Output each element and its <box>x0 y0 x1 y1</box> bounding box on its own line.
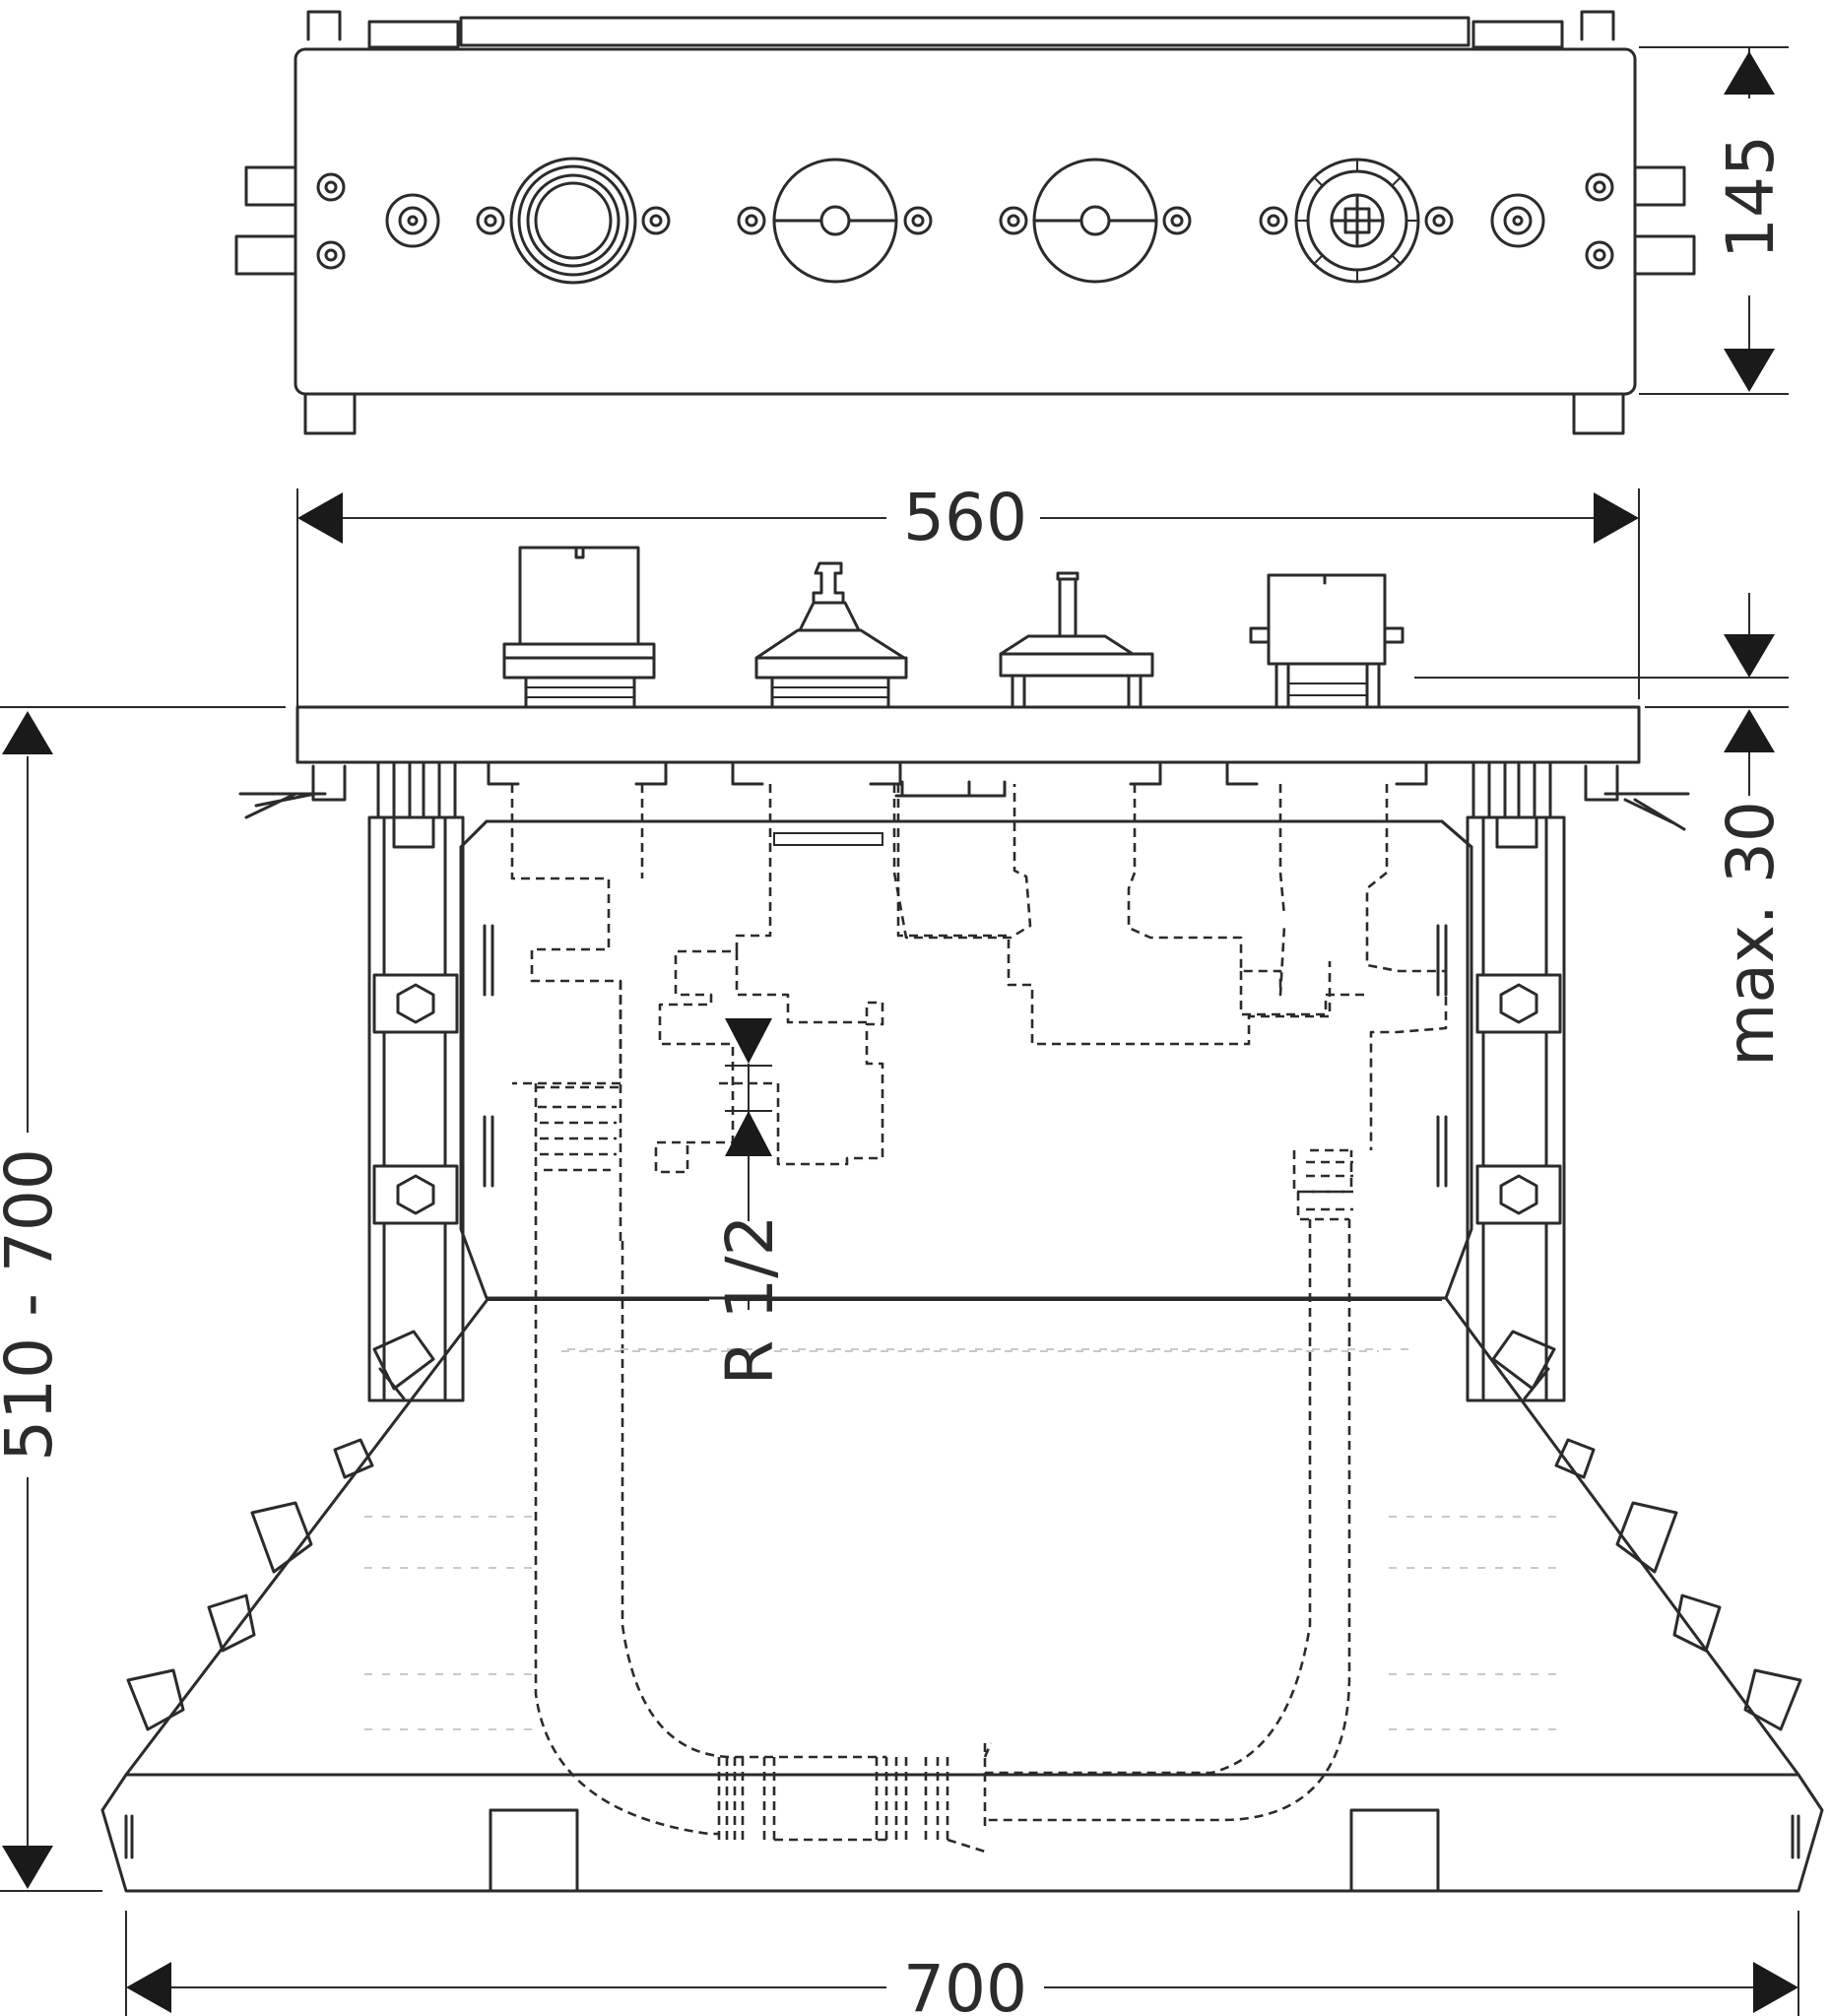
dimension-700-label: 700 <box>903 1951 1027 2016</box>
top-screws <box>316 172 1614 270</box>
inner-housing <box>459 819 1473 1300</box>
dimension-max-30: max. 30 <box>1414 593 1789 1067</box>
dimension-510-700-label: 510 - 700 <box>0 1148 67 1462</box>
front-view <box>100 546 1824 1893</box>
dimension-145: 145 <box>1639 46 1789 395</box>
dimension-145-label: 145 <box>1713 135 1789 259</box>
top-valve-1 <box>509 157 637 285</box>
top-body <box>294 47 1637 396</box>
side-frame-left <box>367 760 465 1402</box>
cartridge-1 <box>502 546 656 709</box>
cartridge-3 <box>999 571 1154 709</box>
top-valve-3 <box>1032 158 1158 284</box>
dimension-510-700: 510 - 700 <box>0 706 286 1892</box>
dimension-r12: R 1/2 <box>489 1018 1442 1386</box>
side-frame-right <box>1466 760 1566 1402</box>
dimension-700: 700 <box>125 1911 1799 2016</box>
dimension-max-30-label: max. 30 <box>1713 801 1789 1067</box>
base-housing <box>100 1296 1824 1893</box>
top-view <box>234 10 1696 435</box>
dimension-560: 560 <box>296 480 1640 707</box>
cartridge-4 <box>1249 573 1405 709</box>
cartridge-2 <box>754 561 908 709</box>
hidden-piping <box>510 784 1448 1853</box>
top-valve-4 <box>1294 158 1420 284</box>
dimension-560-label: 560 <box>903 480 1027 555</box>
dimension-r12-label: R 1/2 <box>712 1214 788 1385</box>
mounting-plate <box>295 705 1641 764</box>
top-valve-2 <box>772 158 898 284</box>
